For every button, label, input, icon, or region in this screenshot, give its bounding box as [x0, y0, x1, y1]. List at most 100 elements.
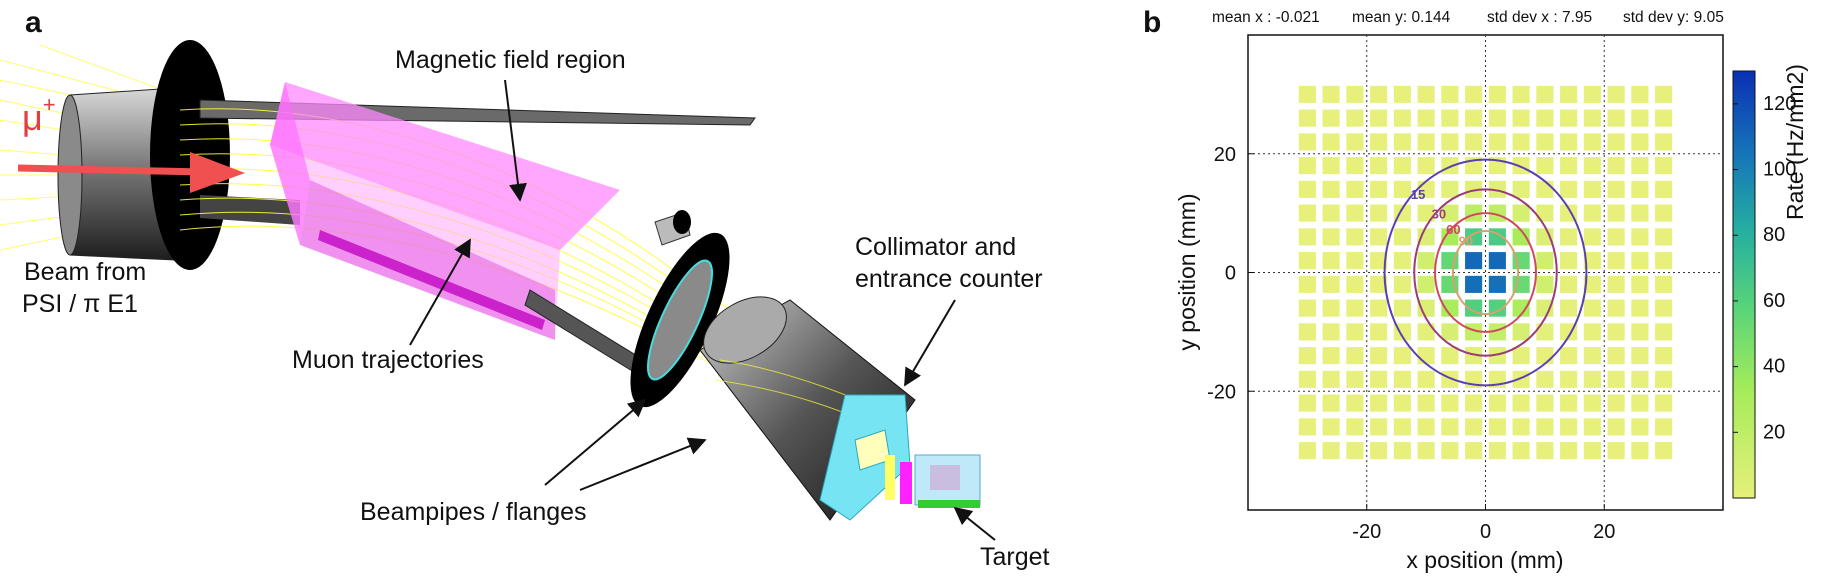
heatmap-cell	[1655, 133, 1673, 151]
y-axis-ticks: 200-20	[1207, 144, 1254, 403]
heatmap-cell	[1346, 228, 1364, 246]
heatmap-cell	[1393, 299, 1411, 317]
heatmap-cell	[1655, 442, 1673, 460]
heatmap-cell	[1488, 275, 1506, 293]
target-assembly	[885, 454, 981, 508]
heatmap-cell	[1465, 109, 1483, 127]
heatmap-cell	[1607, 323, 1625, 341]
heatmap-cell	[1488, 85, 1506, 103]
heatmap-cell	[1607, 299, 1625, 317]
heatmap-cell	[1298, 418, 1316, 436]
heatmap-cell	[1346, 275, 1364, 293]
heatmap-cell	[1655, 85, 1673, 103]
heatmap-cell	[1512, 180, 1530, 198]
heatmap-cell	[1322, 299, 1340, 317]
heatmap-cell	[1583, 204, 1601, 222]
heatmap-cell	[1607, 133, 1625, 151]
heatmap-cell	[1417, 442, 1435, 460]
contour-label: 30	[1432, 206, 1446, 221]
heatmap-cell	[1298, 299, 1316, 317]
heatmap-cell	[1346, 394, 1364, 412]
heatmap-cell	[1417, 394, 1435, 412]
heatmap-cell	[1417, 204, 1435, 222]
gridlines	[1248, 35, 1723, 510]
heatmap-cell	[1631, 85, 1649, 103]
heatmap-cell	[1631, 228, 1649, 246]
heatmap-cell	[1560, 442, 1578, 460]
heatmap-cell	[1322, 394, 1340, 412]
heatmap-cell	[1607, 370, 1625, 388]
heatmap-cell	[1560, 228, 1578, 246]
heatmap-cell	[1441, 85, 1459, 103]
heatmap-cell	[1465, 252, 1483, 270]
heatmap-cell	[1536, 252, 1554, 270]
heatmap-cell	[1560, 85, 1578, 103]
contour-line	[1434, 212, 1537, 333]
heatmap-cell	[1536, 109, 1554, 127]
heatmap-cell	[1512, 442, 1530, 460]
mean-y-stat: mean y: 0.144	[1352, 9, 1451, 26]
heatmap-cell	[1655, 180, 1673, 198]
colorbar-tick-label: 120	[1763, 93, 1796, 115]
heatmap-cell	[1346, 252, 1364, 270]
heatmap-cell	[1607, 347, 1625, 365]
heatmap-cell	[1583, 370, 1601, 388]
contour-line	[1451, 229, 1520, 316]
y-tick-label: -20	[1207, 381, 1236, 403]
heatmap-cell	[1631, 204, 1649, 222]
heatmap-cell	[1488, 133, 1506, 151]
heatmap-cell	[1655, 109, 1673, 127]
colorbar-tick-label: 80	[1763, 224, 1785, 246]
heatmap-cell	[1370, 275, 1388, 293]
magnetic-field-pointer	[504, 79, 527, 202]
heatmap-cell	[1370, 133, 1388, 151]
heatmap-cell	[1370, 442, 1388, 460]
heatmap-cell	[1607, 275, 1625, 293]
heatmap-cell	[1441, 442, 1459, 460]
heatmap-cell	[1298, 252, 1316, 270]
heatmap-cell	[1393, 85, 1411, 103]
heatmap-cell	[1583, 442, 1601, 460]
heatmap-cell	[1441, 323, 1459, 341]
heatmap-cell	[1536, 133, 1554, 151]
heatmap-cell	[1655, 228, 1673, 246]
heatmap-cell	[1512, 394, 1530, 412]
heatmap-cell	[1583, 347, 1601, 365]
heatmap-cell	[1536, 85, 1554, 103]
heatmap-cell	[1322, 85, 1340, 103]
heatmap-cell	[1488, 109, 1506, 127]
collimator-pointer	[904, 299, 956, 387]
heatmap-cell	[1607, 204, 1625, 222]
heatmap-cell	[1607, 418, 1625, 436]
heatmap-cell	[1370, 370, 1388, 388]
heatmap-cell	[1536, 370, 1554, 388]
heatmap-cell	[1536, 180, 1554, 198]
target-pointer	[953, 506, 996, 541]
heatmap-cell	[1370, 85, 1388, 103]
heatmap-cell	[1536, 347, 1554, 365]
heatmap-cell	[1322, 228, 1340, 246]
beam-from-label-1: Beam from	[24, 258, 146, 286]
heatmap-cell	[1583, 180, 1601, 198]
heatmap-cell	[1393, 370, 1411, 388]
heatmap-cell	[1298, 157, 1316, 175]
heatmap-cell	[1393, 252, 1411, 270]
heatmap-cell	[1298, 228, 1316, 246]
apparatus-diagram: μ+ a Magnetic field region Beam from PSI…	[0, 6, 1050, 571]
heatmap-cell	[1441, 204, 1459, 222]
heatmap-cell	[1607, 442, 1625, 460]
heatmap-cell	[1298, 133, 1316, 151]
heatmap-cell	[1417, 133, 1435, 151]
heatmap-cell	[1322, 133, 1340, 151]
heatmap-cell	[1465, 180, 1483, 198]
contour-line	[1413, 188, 1558, 357]
colorbar-tick-label: 60	[1763, 290, 1785, 312]
heatmap-cell	[1631, 323, 1649, 341]
heatmap-cell	[1631, 180, 1649, 198]
heatmap-cell	[1512, 228, 1530, 246]
heatmap-cell	[1655, 252, 1673, 270]
heatmap-cell	[1560, 157, 1578, 175]
heatmap-cell	[1560, 299, 1578, 317]
